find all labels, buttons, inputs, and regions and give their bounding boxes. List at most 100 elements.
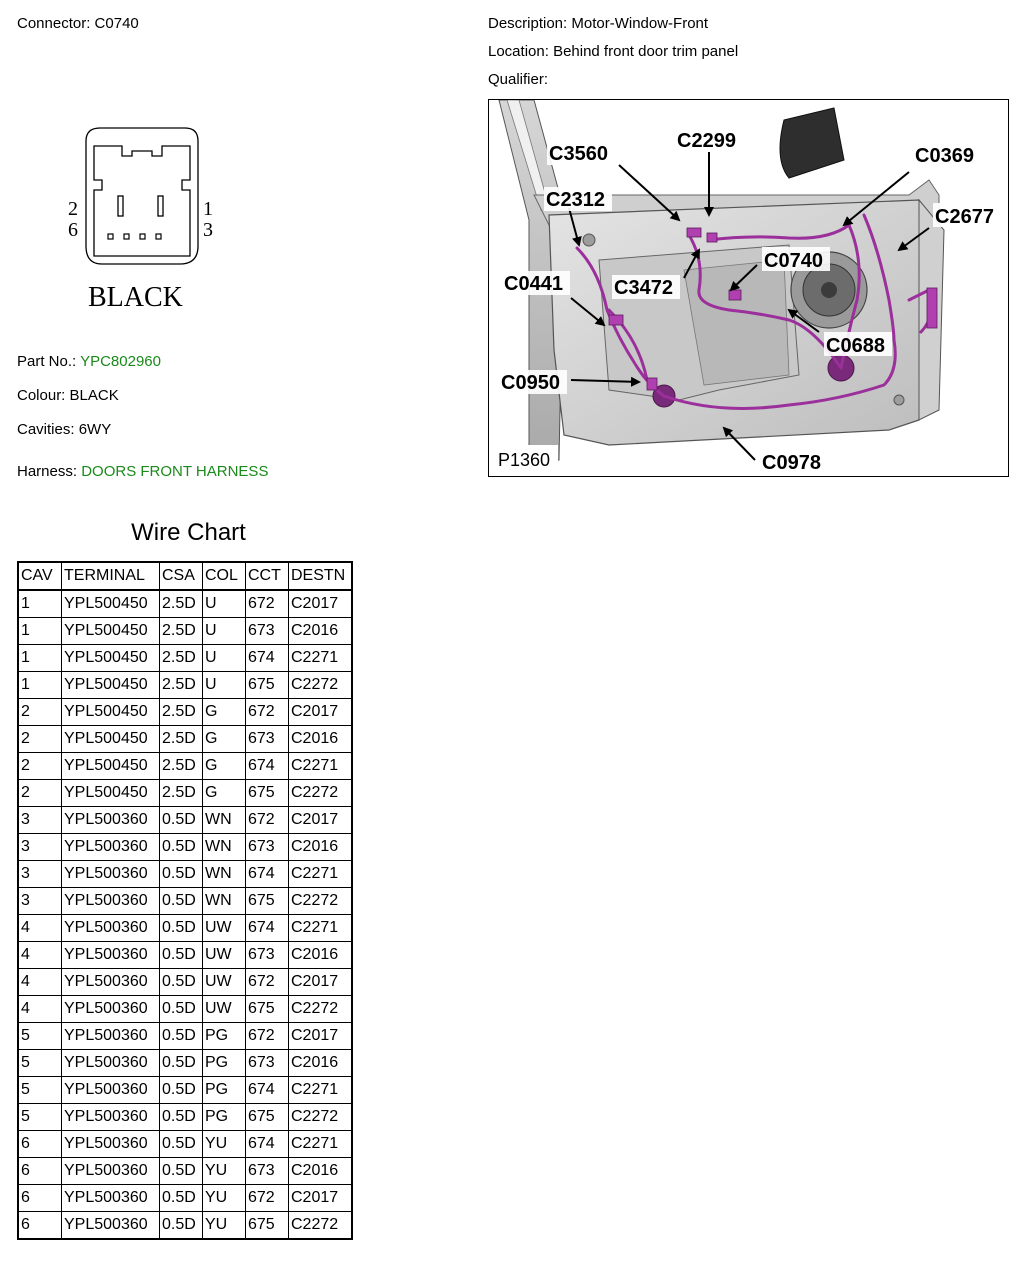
cell-destn: C2272 — [288, 1103, 353, 1131]
cell-terminal: YPL500360 — [61, 887, 160, 915]
harness-field: Harness: DOORS FRONT HARNESS — [17, 463, 268, 480]
cell-csa: 0.5D — [159, 968, 203, 996]
cell-terminal: YPL500450 — [61, 644, 160, 672]
cell-destn: C2017 — [288, 1184, 353, 1212]
colour-field: Colour: BLACK — [17, 387, 119, 404]
cell-col: G — [202, 752, 246, 780]
cell-cav: 1 — [17, 644, 62, 672]
pin-label-3: 3 — [203, 219, 213, 241]
cell-col: UW — [202, 914, 246, 942]
cell-cav: 6 — [17, 1211, 62, 1240]
colour-label: Colour: — [17, 387, 66, 404]
callout-c0950: C0950 — [501, 372, 560, 394]
cell-cct: 674 — [245, 752, 289, 780]
header-terminal: TERMINAL — [61, 561, 160, 591]
location-label: Location: — [488, 43, 549, 60]
cell-terminal: YPL500360 — [61, 806, 160, 834]
cell-cav: 6 — [17, 1184, 62, 1212]
cell-col: YU — [202, 1184, 246, 1212]
cell-destn: C2271 — [288, 752, 353, 780]
cell-destn: C2017 — [288, 698, 353, 726]
cell-terminal: YPL500360 — [61, 1157, 160, 1185]
cell-csa: 0.5D — [159, 860, 203, 888]
cell-terminal: YPL500450 — [61, 779, 160, 807]
cell-csa: 0.5D — [159, 806, 203, 834]
part-no-link[interactable]: YPC802960 — [80, 353, 161, 370]
connector-label: Connector: — [17, 15, 91, 32]
colour-value: BLACK — [69, 387, 119, 404]
cell-cct: 674 — [245, 1076, 289, 1104]
cell-destn: C2272 — [288, 1211, 353, 1240]
cell-cav: 4 — [17, 914, 62, 942]
cell-csa: 0.5D — [159, 887, 203, 915]
cell-cav: 2 — [17, 779, 62, 807]
cell-csa: 0.5D — [159, 1184, 203, 1212]
cell-col: YU — [202, 1211, 246, 1240]
callout-c0740: C0740 — [764, 250, 823, 272]
cell-cav: 3 — [17, 887, 62, 915]
cell-terminal: YPL500360 — [61, 1211, 160, 1240]
cell-col: U — [202, 589, 246, 618]
pin-label-2: 2 — [68, 198, 78, 220]
cell-cav: 2 — [17, 725, 62, 753]
cell-csa: 2.5D — [159, 752, 203, 780]
cell-cct: 673 — [245, 833, 289, 861]
connector-color-label: BLACK — [88, 282, 183, 313]
cell-cav: 5 — [17, 1103, 62, 1131]
cell-csa: 0.5D — [159, 1211, 203, 1240]
cell-col: PG — [202, 1022, 246, 1050]
cell-terminal: YPL500360 — [61, 995, 160, 1023]
description-label: Description: — [488, 15, 568, 32]
harness-link[interactable]: DOORS FRONT HARNESS — [81, 463, 269, 480]
cell-destn: C2016 — [288, 941, 353, 969]
cell-terminal: YPL500360 — [61, 860, 160, 888]
cell-cav: 3 — [17, 833, 62, 861]
cell-col: G — [202, 698, 246, 726]
cell-cav: 4 — [17, 995, 62, 1023]
cell-csa: 2.5D — [159, 779, 203, 807]
cell-col: G — [202, 725, 246, 753]
cell-cct: 673 — [245, 1157, 289, 1185]
cell-terminal: YPL500450 — [61, 589, 160, 618]
cell-destn: C2271 — [288, 860, 353, 888]
cell-destn: C2017 — [288, 806, 353, 834]
cell-csa: 0.5D — [159, 941, 203, 969]
cell-terminal: YPL500450 — [61, 698, 160, 726]
description-value: Motor-Window-Front — [571, 15, 709, 32]
cell-csa: 0.5D — [159, 1022, 203, 1050]
cell-cav: 6 — [17, 1130, 62, 1158]
cell-csa: 0.5D — [159, 1049, 203, 1077]
connector-face-diagram: 2 6 1 3 BLACK — [68, 127, 213, 313]
cell-cav: 6 — [17, 1157, 62, 1185]
cell-col: UW — [202, 995, 246, 1023]
cell-terminal: YPL500450 — [61, 671, 160, 699]
cell-cct: 675 — [245, 887, 289, 915]
header-cav: CAV — [17, 561, 62, 591]
cavities-value: 6WY — [78, 421, 112, 438]
cell-terminal: YPL500360 — [61, 914, 160, 942]
pin-label-1: 1 — [203, 198, 213, 220]
cell-col: YU — [202, 1130, 246, 1158]
cell-destn: C2271 — [288, 914, 353, 942]
cell-terminal: YPL500360 — [61, 1076, 160, 1104]
cell-terminal: YPL500450 — [61, 725, 160, 753]
cell-cct: 675 — [245, 1103, 289, 1131]
cell-destn: C2272 — [288, 671, 353, 699]
cell-cav: 3 — [17, 806, 62, 834]
cell-csa: 2.5D — [159, 644, 203, 672]
cell-terminal: YPL500360 — [61, 968, 160, 996]
cell-col: U — [202, 671, 246, 699]
